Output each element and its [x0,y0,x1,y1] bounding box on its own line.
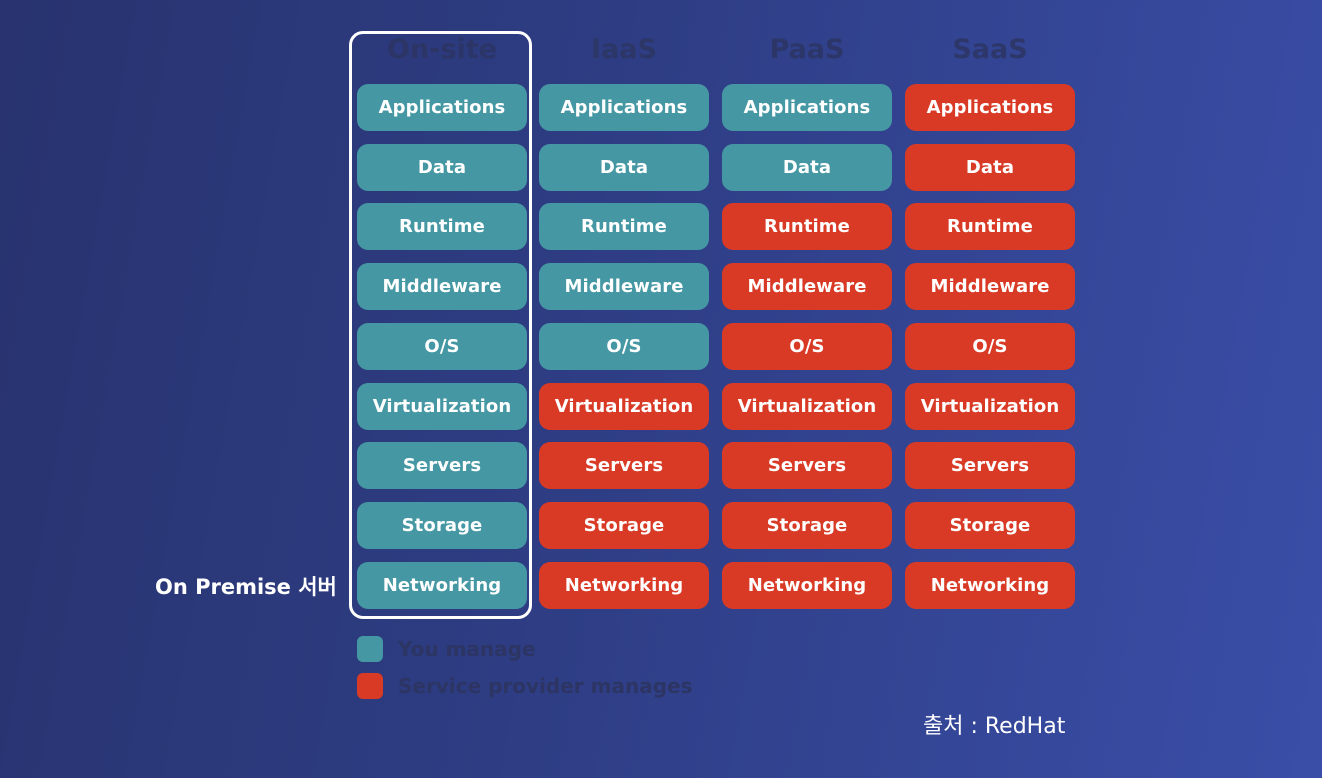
cell-on-site-virtualization: Virtualization [357,383,527,430]
cell-saas-runtime: Runtime [905,203,1075,250]
cell-on-site-storage: Storage [357,502,527,549]
cell-iaas-networking: Networking [539,562,709,609]
cell-saas-networking: Networking [905,562,1075,609]
cell-on-site-data: Data [357,144,527,191]
cell-iaas-runtime: Runtime [539,203,709,250]
cell-saas-applications: Applications [905,84,1075,131]
legend-swatch-you [357,636,383,662]
cell-iaas-data: Data [539,144,709,191]
cell-on-site-networking: Networking [357,562,527,609]
cell-saas-storage: Storage [905,502,1075,549]
cell-saas-servers: Servers [905,442,1075,489]
cell-paas-data: Data [722,144,892,191]
cell-paas-networking: Networking [722,562,892,609]
on-site-highlight-frame [349,31,532,619]
cell-paas-middleware: Middleware [722,263,892,310]
legend-label-provider: Service provider manages [398,674,693,698]
cell-paas-virtualization: Virtualization [722,383,892,430]
cell-iaas-applications: Applications [539,84,709,131]
cell-iaas-middleware: Middleware [539,263,709,310]
cell-paas-o-s: O/S [722,323,892,370]
source-credit: 출처 : RedHat [923,714,1066,739]
legend-label-you: You manage [398,637,536,661]
column-header-paas: PaaS [769,34,845,65]
cell-saas-virtualization: Virtualization [905,383,1075,430]
on-premise-server-label: On Premise 서버 [155,575,337,599]
cell-on-site-middleware: Middleware [357,263,527,310]
column-header-on-site: On-site [387,34,497,65]
cell-iaas-storage: Storage [539,502,709,549]
cell-saas-middleware: Middleware [905,263,1075,310]
cell-on-site-applications: Applications [357,84,527,131]
cell-iaas-o-s: O/S [539,323,709,370]
cell-saas-data: Data [905,144,1075,191]
cell-paas-servers: Servers [722,442,892,489]
column-header-saas: SaaS [952,34,1028,65]
cell-on-site-runtime: Runtime [357,203,527,250]
cell-on-site-o-s: O/S [357,323,527,370]
cell-on-site-servers: Servers [357,442,527,489]
legend-swatch-provider [357,673,383,699]
cell-saas-o-s: O/S [905,323,1075,370]
column-header-iaas: IaaS [591,34,657,65]
cell-paas-applications: Applications [722,84,892,131]
cell-paas-storage: Storage [722,502,892,549]
cell-paas-runtime: Runtime [722,203,892,250]
cell-iaas-virtualization: Virtualization [539,383,709,430]
cell-iaas-servers: Servers [539,442,709,489]
